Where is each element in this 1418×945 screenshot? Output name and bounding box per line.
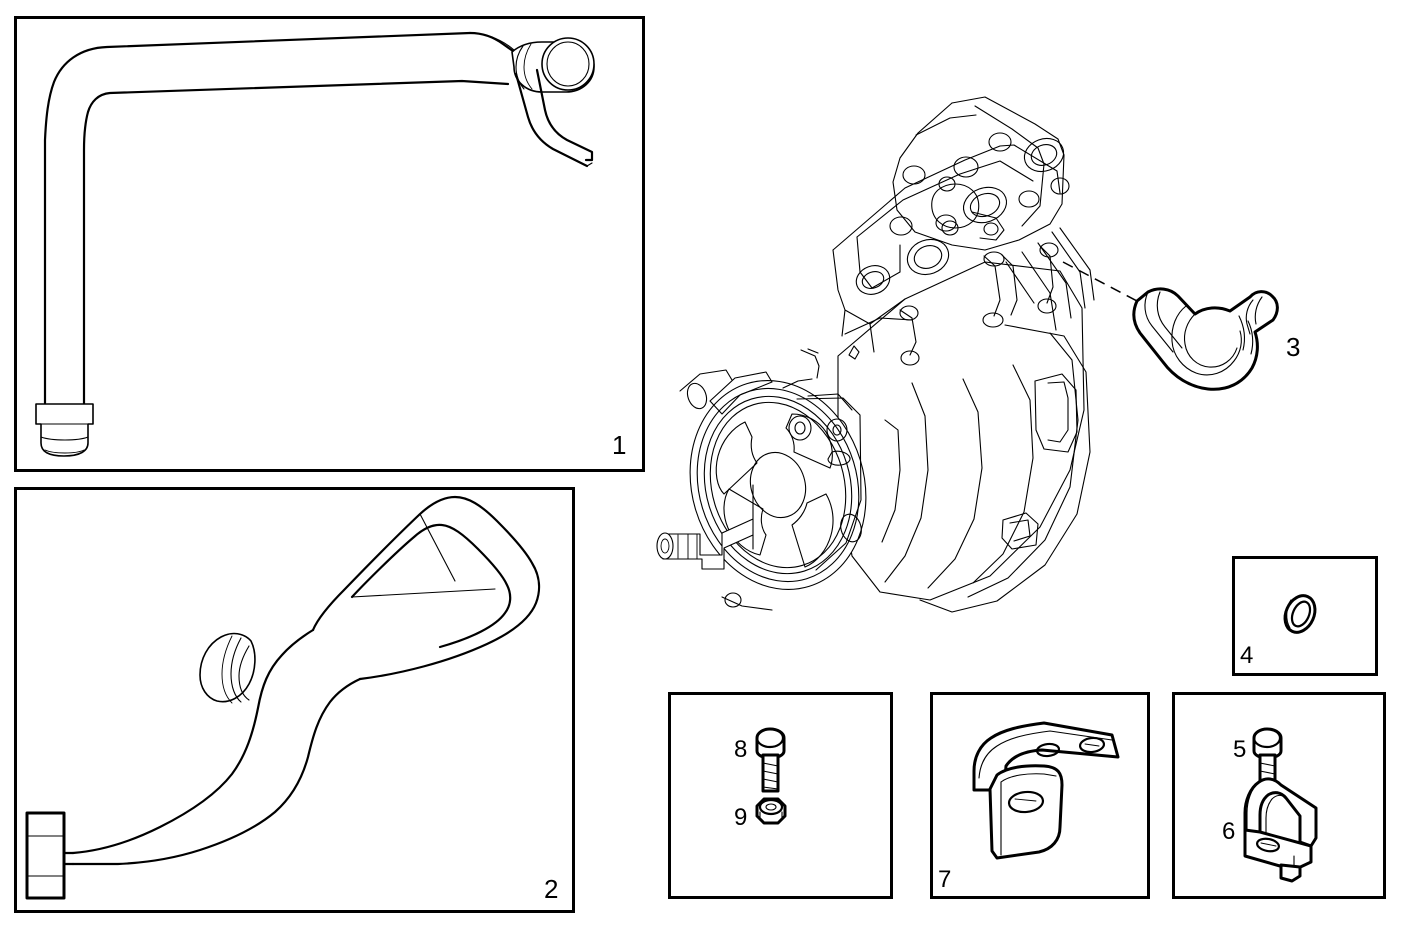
callout-5: 5: [1233, 736, 1247, 763]
callout-1: 1: [612, 430, 627, 460]
callout-4: 4: [1240, 642, 1254, 669]
panel-1-box: [14, 16, 645, 472]
callout-8: 8: [734, 736, 748, 763]
callout-9: 9: [734, 804, 748, 831]
panel-89-box: [668, 692, 893, 899]
panel-2-box: [14, 487, 575, 913]
panel-56-box: [1172, 692, 1386, 899]
callout-7: 7: [938, 866, 952, 893]
callout-6: 6: [1222, 818, 1236, 845]
air-compressor-assembly: [656, 96, 1095, 613]
leader-line-item-3: [1062, 261, 1138, 302]
part-3-elbow-connector: [1132, 287, 1279, 391]
panel-4-box: [1232, 556, 1378, 676]
callout-3: 3: [1286, 332, 1301, 362]
callout-2: 2: [544, 874, 559, 904]
panel-7-box: [930, 692, 1150, 899]
